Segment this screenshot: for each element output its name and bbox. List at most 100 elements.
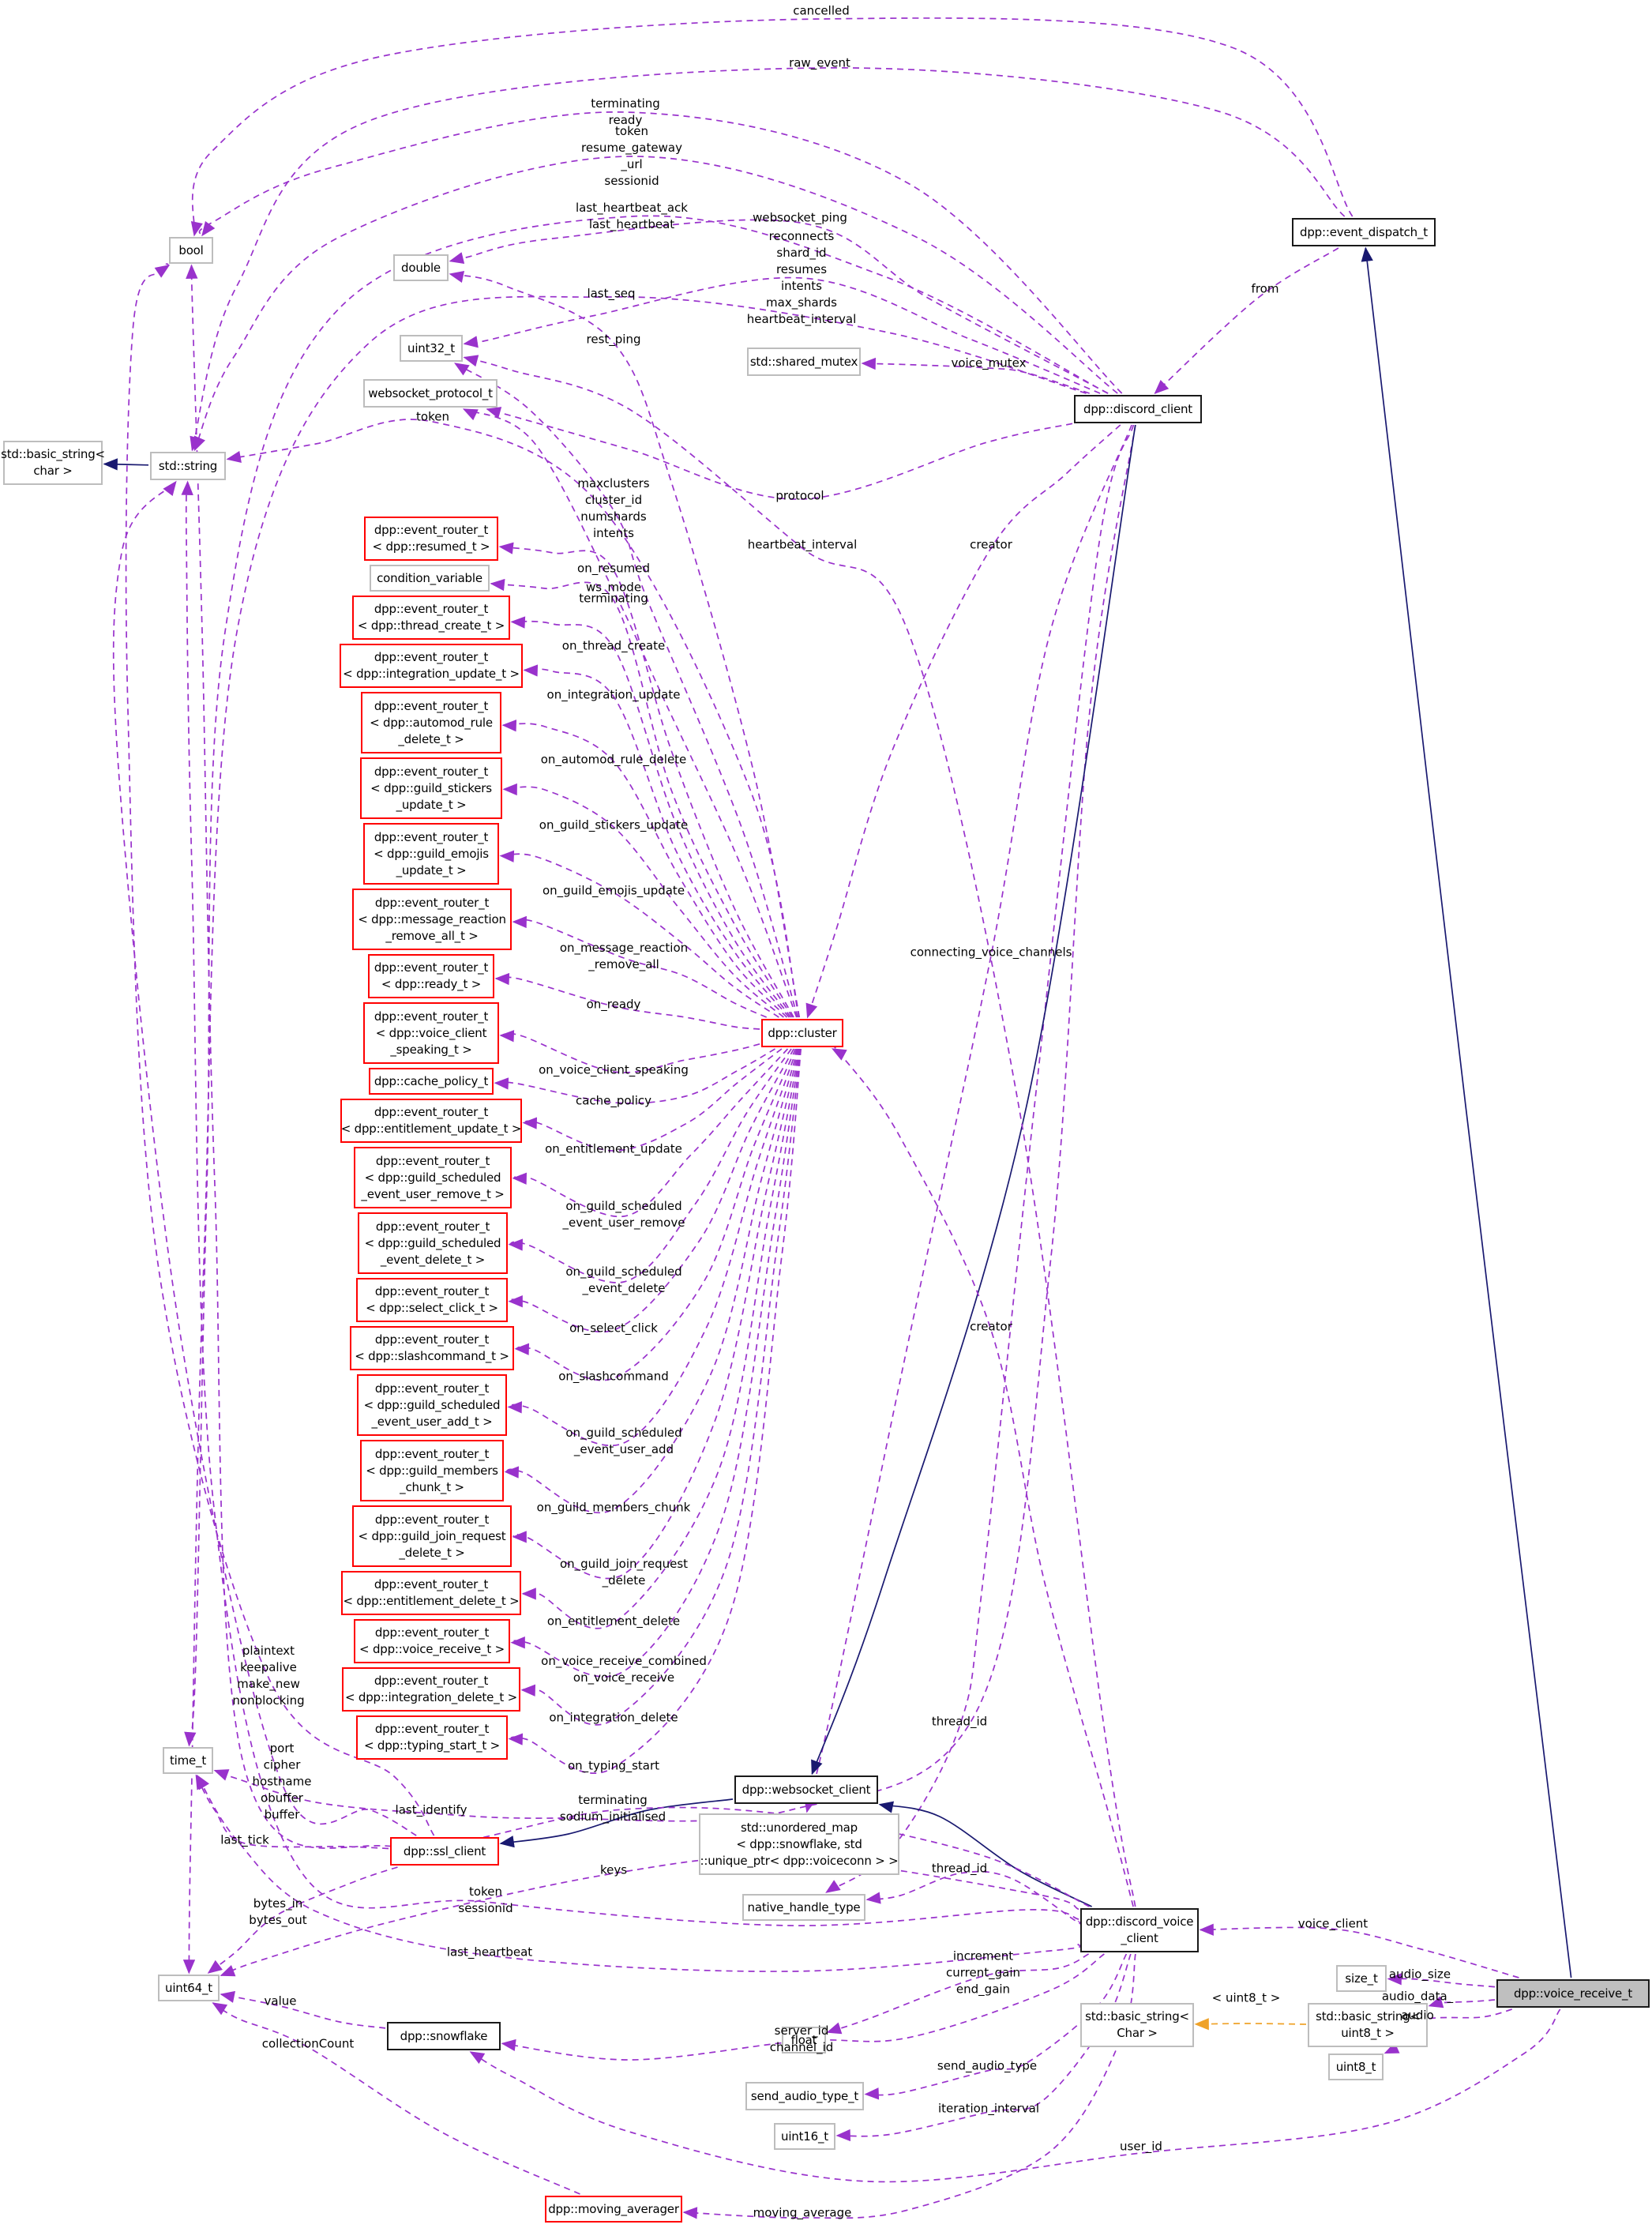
- node-label-line: uint8_t >: [1341, 2026, 1395, 2040]
- node-vrt[interactable]: dpp::voice_receive_t: [1496, 1979, 1650, 2008]
- edge-label-line: hostname: [252, 1774, 312, 1789]
- edge-cluster-er_intdel: [520, 1048, 802, 1726]
- node-er_gsd[interactable]: dpp::event_router_t< dpp::guild_schedule…: [358, 1212, 508, 1274]
- node-label-line: std::shared_mutex: [749, 354, 858, 369]
- edge-label-line: on_guild_scheduled: [565, 1426, 682, 1440]
- edge-label-last-heartbeat: last_heartbeat: [447, 1945, 532, 1961]
- edge-dc-nht: [825, 424, 1135, 1893]
- node-uint16: uint16_t: [774, 2123, 835, 2150]
- edge-dc-double: [449, 219, 1109, 394]
- node-label-line: < dpp::thread_create_t >: [357, 618, 505, 633]
- edge-label-line: from: [1251, 281, 1279, 296]
- edge-label-line: audio: [1401, 2008, 1434, 2023]
- edge-label-on-entitlement-delete: on_entitlement_delete: [547, 1614, 680, 1630]
- edge-label-line: thread_id: [931, 1714, 988, 1729]
- node-er_gmc[interactable]: dpp::event_router_t< dpp::guild_members_…: [360, 1440, 504, 1501]
- edge-label-line: intents: [593, 526, 634, 540]
- node-cluster[interactable]: dpp::cluster: [761, 1019, 843, 1047]
- edge-label-line: iteration_interval: [937, 2101, 1040, 2116]
- node-er_gsua[interactable]: dpp::event_router_t< dpp::guild_schedule…: [357, 1374, 507, 1436]
- node-label-line: dpp::websocket_client: [742, 1782, 871, 1797]
- node-er_vrec[interactable]: dpp::event_router_t< dpp::voice_receive_…: [354, 1619, 510, 1663]
- edge-label-on-thread-create: on_thread_create: [562, 638, 665, 655]
- node-label-line: dpp::event_router_t: [374, 960, 489, 975]
- node-label-line: dpp::ssl_client: [403, 1843, 486, 1858]
- node-er_entdel[interactable]: dpp::event_router_t< dpp::entitlement_de…: [341, 1571, 521, 1615]
- node-label-line: dpp::event_router_t: [374, 1674, 489, 1688]
- edge-label-line: creator: [970, 537, 1012, 552]
- node-label-line: _client: [1121, 1931, 1158, 1945]
- node-label-line: _event_delete_t >: [380, 1252, 486, 1267]
- node-er_typing[interactable]: dpp::event_router_t< dpp::typing_start_t…: [356, 1715, 508, 1760]
- edge-label-audio-size: audio_size: [1389, 1967, 1451, 1983]
- node-er_slash[interactable]: dpp::event_router_t< dpp::slashcommand_t…: [350, 1326, 514, 1370]
- edge-dc-umap: [804, 424, 1132, 1813]
- edge-cluster-wpt: [462, 408, 798, 1018]
- node-ed[interactable]: dpp::event_dispatch_t: [1292, 218, 1436, 246]
- node-dc[interactable]: dpp::discord_client: [1074, 395, 1202, 423]
- node-er_intdel[interactable]: dpp::event_router_t< dpp::integration_de…: [342, 1667, 520, 1712]
- node-snow[interactable]: dpp::snowflake: [387, 2022, 501, 2050]
- node-er_emojis[interactable]: dpp::event_router_t< dpp::guild_emojis_u…: [363, 823, 499, 885]
- node-wc[interactable]: dpp::websocket_client: [734, 1775, 878, 1804]
- edge-label-line: rest_ping: [586, 332, 641, 347]
- node-nht: native_handle_type: [742, 1894, 865, 1921]
- edge-label-on-voice-client-speaking: on_voice_client_speaking: [539, 1062, 689, 1079]
- edge-label-line: resume_gateway: [581, 141, 682, 155]
- node-label-line: < dpp::voice_receive_t >: [359, 1642, 505, 1656]
- node-label-line: size_t: [1345, 1971, 1378, 1986]
- edge-vrt-dvc: [1199, 1923, 1519, 1978]
- node-label-line: std::basic_string<: [1, 447, 105, 461]
- edge-ssl-string: [112, 480, 417, 1836]
- edge-label-line: last_heartbeat: [446, 1945, 533, 1960]
- edge-label-on-message-reaction: on_message_reaction_remove_all: [560, 940, 688, 973]
- edge-label-line: sessionid: [458, 1901, 513, 1915]
- node-er_gjrd[interactable]: dpp::event_router_t< dpp::guild_join_req…: [352, 1505, 512, 1567]
- edge-label-line: on_voice_receive_combined: [541, 1654, 707, 1668]
- node-er_stickers[interactable]: dpp::event_router_t< dpp::guild_stickers…: [360, 757, 502, 819]
- edge-dc-shm: [861, 357, 1090, 394]
- edge-label-on-integration-update: on_integration_update: [547, 687, 681, 704]
- node-er_resumed[interactable]: dpp::event_router_t< dpp::resumed_t >: [364, 517, 498, 561]
- node-string: std::string: [150, 452, 226, 480]
- node-er_select[interactable]: dpp::event_router_t< dpp::select_click_t…: [356, 1278, 508, 1322]
- node-er_entupd[interactable]: dpp::event_router_t< dpp::entitlement_up…: [340, 1099, 522, 1143]
- edge-dvc-time: [196, 1774, 1082, 1972]
- edge-label-line: on_automod_rule_delete: [540, 752, 687, 767]
- edge-vrt-size: [1387, 1973, 1496, 1988]
- edge-cluster-er_msgre: [512, 915, 768, 1018]
- node-label-line: _chunk_t >: [400, 1479, 464, 1494]
- edge-label-line: maxclusters: [577, 476, 650, 490]
- node-er_integupd[interactable]: dpp::event_router_t< dpp::integration_up…: [340, 644, 523, 688]
- edge-label-on-guild-scheduled: on_guild_scheduled_event_user_add: [565, 1425, 681, 1458]
- node-er_gsur[interactable]: dpp::event_router_t< dpp::guild_schedule…: [354, 1147, 512, 1208]
- node-er_msgre[interactable]: dpp::event_router_t< dpp::message_reacti…: [352, 889, 512, 950]
- node-label-line: time_t: [169, 1753, 207, 1768]
- node-er_automod[interactable]: dpp::event_router_t< dpp::automod_rule_d…: [361, 692, 501, 753]
- edge-label-cache-policy: cache_policy: [576, 1093, 651, 1110]
- edge-string-bschar: [103, 458, 149, 471]
- edge-label-line: on_entitlement_delete: [546, 1614, 681, 1629]
- edge-label-line: bytes_out: [249, 1913, 307, 1927]
- node-umap: std::unordered_map< dpp::snowflake, std:…: [699, 1813, 899, 1875]
- edge-cluster-condvar: [490, 578, 794, 1018]
- node-label-line: websocket_protocol_t: [368, 385, 493, 400]
- node-label-line: std::basic_string<: [1085, 2009, 1189, 2023]
- node-ssl[interactable]: dpp::ssl_client: [390, 1837, 499, 1866]
- node-er_speak[interactable]: dpp::event_router_t< dpp::voice_client_s…: [363, 1002, 499, 1064]
- edge-label-line: ready: [608, 113, 643, 127]
- edge-dvc-uint32: [463, 355, 1136, 1907]
- node-movavg[interactable]: dpp::moving_averager: [545, 2196, 682, 2223]
- node-dvc[interactable]: dpp::discord_voice_client: [1080, 1908, 1199, 1952]
- node-er_ready[interactable]: dpp::event_router_t< dpp::ready_t >: [368, 954, 494, 998]
- edge-label-on-guild-members-chunk: on_guild_members_chunk: [537, 1500, 691, 1516]
- edge-label-line: max_shards: [766, 295, 837, 310]
- node-cachepol[interactable]: dpp::cache_policy_t: [369, 1068, 494, 1095]
- node-label-line: dpp::discord_client: [1083, 401, 1192, 416]
- node-er_thread[interactable]: dpp::event_router_t< dpp::thread_create_…: [352, 596, 510, 640]
- edge-dc-cluster: [805, 424, 1121, 1019]
